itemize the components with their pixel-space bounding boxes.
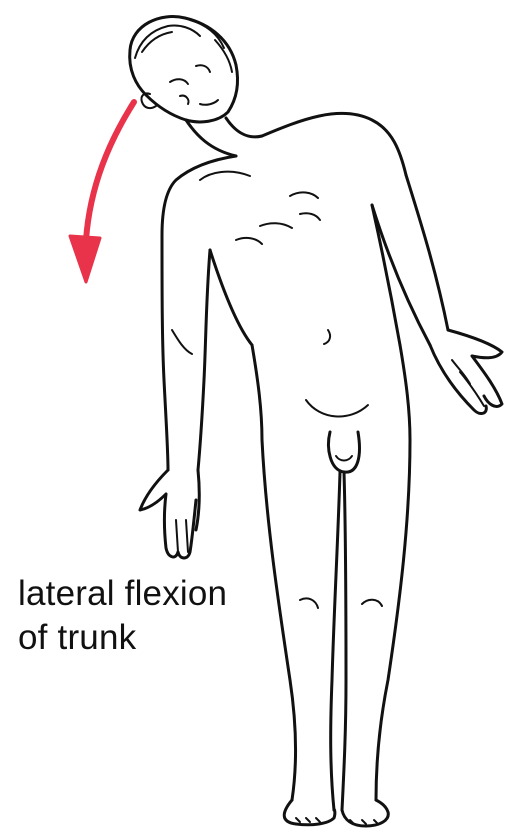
left-arm	[140, 235, 210, 558]
torso	[162, 113, 410, 472]
legs	[262, 440, 410, 826]
caption-line-2: of trunk	[18, 616, 227, 660]
caption: lateral flexion of trunk	[18, 572, 227, 660]
head	[130, 17, 238, 122]
curved-arrow-down-icon	[70, 102, 134, 282]
caption-line-1: lateral flexion	[18, 572, 227, 616]
